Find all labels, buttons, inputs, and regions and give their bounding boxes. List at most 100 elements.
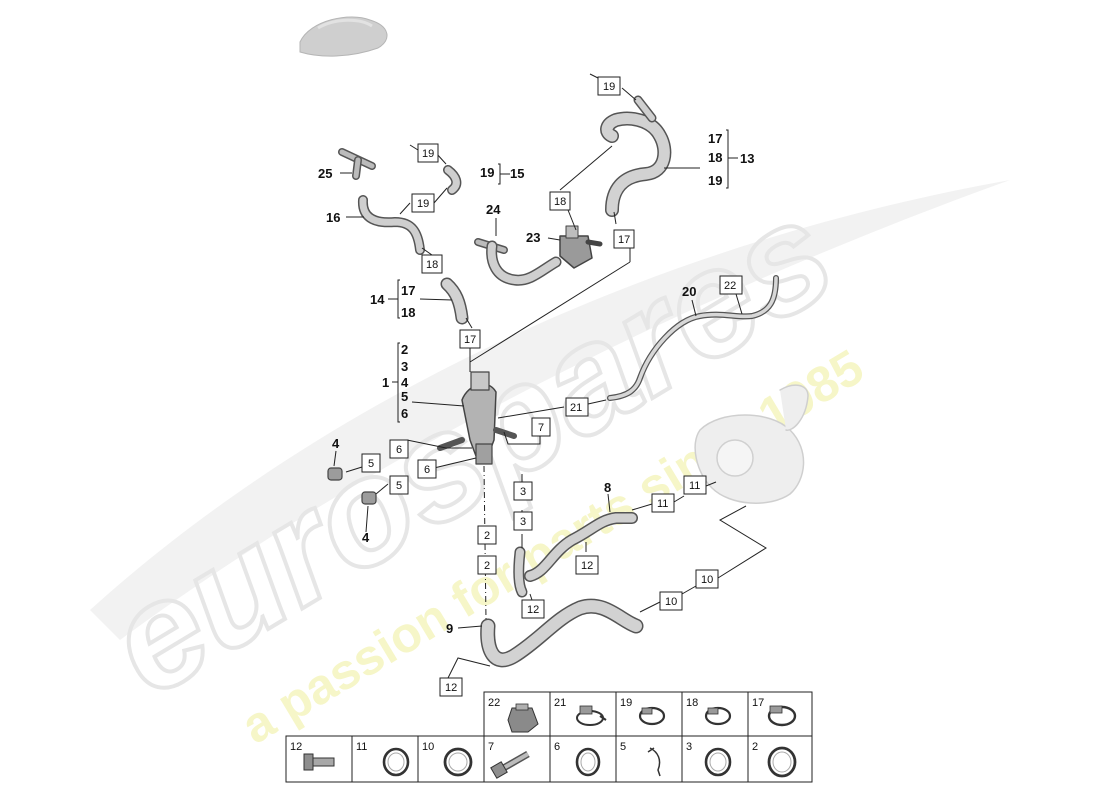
callout-11-a: 11 [657, 498, 668, 510]
plug-4-upper [327, 467, 343, 481]
callout-15: 15 [510, 166, 524, 181]
callout-5-box-b: 5 [361, 453, 381, 473]
callout-7: 7 [538, 422, 544, 434]
callout-18-box-b: 18 [549, 191, 571, 211]
callout-5-b: 5 [368, 458, 374, 470]
callout-labels: 25 16 19 19 19 15 18 24 23 18 17 19 [318, 76, 754, 697]
table-label-7: 7 [488, 741, 494, 753]
callout-17-c: 17 [401, 283, 415, 298]
table-label-17: 17 [752, 697, 764, 709]
parts-table: 22 21 19 18 17 12 11 10 7 6 5 3 2 [285, 691, 813, 783]
car-silhouette-icon [299, 16, 388, 57]
t-connector-25 [338, 148, 376, 180]
table-label-18: 18 [686, 697, 698, 709]
seal-ring-11-icon [382, 747, 410, 777]
hose-14 [440, 277, 469, 325]
callout-3-c: 3 [520, 516, 526, 528]
callout-9: 9 [446, 621, 453, 636]
callout-4-c: 4 [362, 530, 370, 545]
callout-3-box-c: 3 [513, 511, 533, 531]
callout-21-box: 21 [565, 397, 589, 417]
callout-19-e: 19 [708, 173, 722, 188]
plug-4-lower [361, 491, 377, 505]
callout-19-d: 19 [603, 81, 615, 93]
seal-ring-2-icon [767, 746, 797, 778]
callout-25: 25 [318, 166, 332, 181]
seal-ring-6-icon [575, 747, 601, 777]
callout-17-box-a: 17 [613, 229, 635, 249]
parts-drawings [327, 95, 809, 668]
bolt-7-icon [490, 750, 530, 779]
bolt-12-icon [303, 753, 335, 771]
callout-20: 20 [682, 284, 696, 299]
table-label-12: 12 [290, 741, 302, 753]
callout-19-box-b: 19 [411, 193, 435, 213]
callout-17-a: 17 [618, 234, 630, 246]
hose-3 [513, 546, 528, 598]
callout-12-box-b: 12 [521, 599, 545, 619]
callout-3-b: 3 [520, 486, 526, 498]
callout-13: 13 [740, 151, 754, 166]
table-label-2: 2 [752, 741, 758, 753]
callout-14: 14 [370, 292, 385, 307]
callout-18-box-a: 18 [421, 254, 443, 274]
callout-2: 2 [401, 342, 408, 357]
seal-ring-10-icon [443, 747, 473, 777]
watermark-swoosh [90, 180, 1010, 640]
callout-19-b: 19 [417, 198, 429, 210]
coolant-housing-1 [437, 371, 517, 465]
callout-12-box-c: 12 [439, 677, 463, 697]
callout-5-c: 5 [396, 480, 402, 492]
callout-4: 4 [401, 375, 409, 390]
callout-6-b: 6 [396, 444, 402, 456]
callout-18-a: 18 [426, 259, 438, 271]
hose-clamp-21-icon [576, 705, 607, 726]
callout-1: 1 [382, 375, 389, 390]
callout-2-box-b: 2 [477, 525, 497, 545]
callout-17-box-d: 17 [459, 329, 481, 349]
callout-8: 8 [604, 480, 611, 495]
callout-4-b: 4 [332, 436, 340, 451]
callout-2-b: 2 [484, 530, 490, 542]
callout-17-b: 17 [708, 131, 722, 146]
table-label-22: 22 [488, 697, 500, 709]
parts-table-row-1 [483, 691, 813, 737]
callout-17-d: 17 [464, 334, 476, 346]
callout-11-b: 11 [689, 480, 700, 492]
callout-6-c: 6 [424, 464, 430, 476]
callout-10-a: 10 [665, 596, 677, 608]
valve-23 [559, 225, 603, 269]
callout-19-a: 19 [422, 148, 434, 160]
hose-clamp-17-icon [767, 705, 797, 727]
callout-18-b: 18 [554, 196, 566, 208]
engine-component [694, 384, 809, 504]
callout-12-a: 12 [581, 560, 593, 572]
callout-6-box-b: 6 [389, 439, 409, 459]
callout-10-box-a: 10 [659, 591, 683, 611]
hose-9 [480, 598, 644, 668]
callout-10-b: 10 [701, 574, 713, 586]
bracket-22-icon [507, 703, 539, 733]
callout-16: 16 [326, 210, 340, 225]
callout-3: 3 [401, 359, 408, 374]
table-label-5: 5 [620, 741, 626, 753]
hose-8 [524, 512, 638, 582]
hose-13 [600, 95, 672, 217]
seal-ring-3-icon [704, 747, 732, 777]
callout-18-c: 18 [708, 150, 722, 165]
hose-24 [474, 238, 562, 286]
callout-22-box: 22 [719, 275, 743, 295]
callout-18-d: 18 [401, 305, 415, 320]
callout-11-box-a: 11 [651, 493, 675, 513]
callout-19-box-a: 19 [417, 143, 439, 163]
callout-3-box-b: 3 [513, 481, 533, 501]
hose-clamp-18-icon [704, 706, 732, 726]
callout-10-box-b: 10 [695, 569, 719, 589]
hose-15 [443, 165, 462, 195]
callout-2-c: 2 [484, 560, 490, 572]
table-label-19: 19 [620, 697, 632, 709]
table-label-6: 6 [554, 741, 560, 753]
retaining-clip-5-icon [647, 747, 661, 777]
callout-11-box-b: 11 [683, 475, 707, 495]
